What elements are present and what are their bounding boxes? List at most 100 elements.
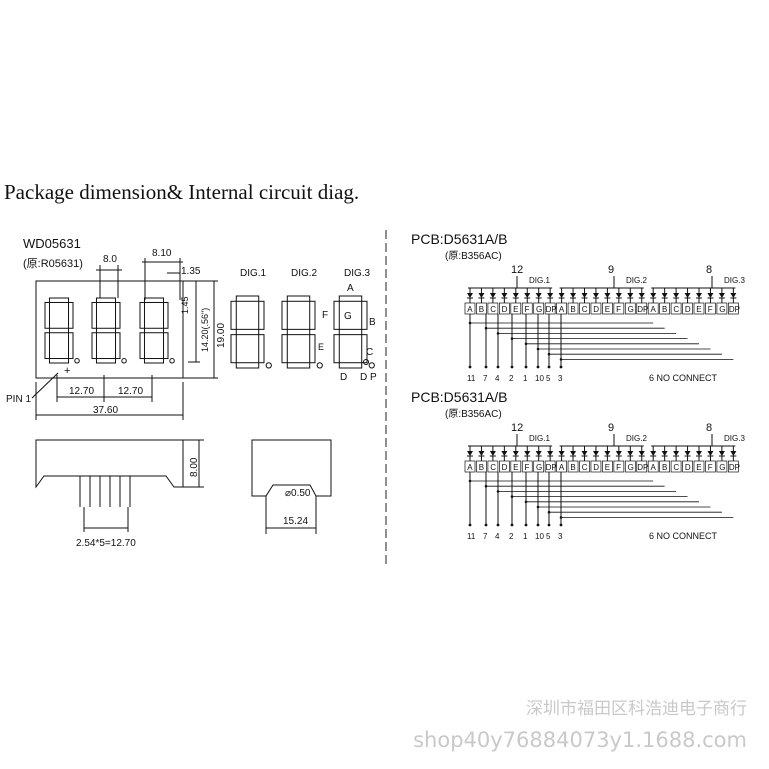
alt-model-label: (原:R05631) xyxy=(23,258,83,270)
segment-label: B xyxy=(479,305,484,314)
dim-1-35: 1.35 xyxy=(181,266,201,277)
pin-number: 2 xyxy=(509,374,514,383)
pin1-label: PIN 1 xyxy=(6,394,31,405)
segment-label: E xyxy=(513,463,518,472)
led-diode-icon xyxy=(615,293,622,298)
dim-37-60: 37.60 xyxy=(93,405,118,416)
pcb-dig-label-2: DIG.2 xyxy=(626,276,647,285)
segment-label: G xyxy=(536,463,542,472)
segment-label: C xyxy=(673,463,679,472)
seg-d-label: D xyxy=(340,372,347,383)
watermark-shop-url: shop40y76884073y1.1688.com xyxy=(413,728,747,752)
dim-pitch: 2.54*5=12.70 xyxy=(76,538,136,549)
segment-label: D xyxy=(502,305,508,314)
led-diode-icon xyxy=(696,451,702,456)
segment-label: A xyxy=(467,463,473,472)
led-diode-icon xyxy=(592,451,599,456)
watermark-shop-name: 深圳市福田区科浩迪电子商行 xyxy=(526,699,747,719)
model-label: WD05631 xyxy=(23,236,81,251)
front-digit-2 xyxy=(91,297,127,364)
decimal-point xyxy=(121,358,127,364)
segment-label: C xyxy=(673,305,679,314)
segment-label: F xyxy=(616,463,621,472)
pcb-alt-label: (原:B356AC) xyxy=(445,408,502,420)
led-diode-icon xyxy=(547,293,554,298)
segment-label: D xyxy=(685,305,691,314)
led-diode-icon xyxy=(730,451,737,456)
pin-number: 11 xyxy=(467,532,476,541)
led-diode-icon xyxy=(730,293,737,298)
dig2-label: DIG.2 xyxy=(291,268,318,279)
side-view: 2.54*5=12.70 8.00 xyxy=(35,439,204,549)
segment-label: DP xyxy=(546,463,557,472)
led-diode-icon xyxy=(512,451,519,456)
led-diode-icon xyxy=(467,451,473,456)
decimal-point xyxy=(368,362,375,369)
dim-1-45: 1.45 xyxy=(180,296,190,314)
dim-8-0: 8.0 xyxy=(103,254,117,265)
segment-label: D xyxy=(593,463,599,472)
led-diode-icon xyxy=(638,451,645,456)
pin-number: 4 xyxy=(495,532,500,541)
seg-e-label: E xyxy=(318,342,324,352)
decimal-point xyxy=(169,358,175,364)
seg-dp-label: D P xyxy=(360,372,377,383)
segment-label: E xyxy=(605,463,610,472)
seg-f-label: F xyxy=(322,310,328,321)
common-pin-9: 9 xyxy=(608,422,614,434)
led-diode-icon xyxy=(558,451,565,456)
segment-label: G xyxy=(628,463,634,472)
led-diode-icon xyxy=(478,293,485,298)
segment-label: B xyxy=(570,305,575,314)
led-diode-icon xyxy=(604,451,611,456)
front-digit-3 xyxy=(139,297,175,364)
plus-marker: + xyxy=(64,365,70,377)
pcb-alt-label: (原:B356AC) xyxy=(445,250,502,262)
led-diode-icon xyxy=(718,293,725,298)
led-diode-icon xyxy=(547,451,554,456)
front-view: WD05631 (原:R05631) 8.0 8.10 1.35 1.45 14… xyxy=(6,236,227,420)
segment-label: B xyxy=(570,463,575,472)
no-connect-note: 6 NO CONNECT xyxy=(649,373,718,383)
segment-label: C xyxy=(582,463,588,472)
led-diode-icon xyxy=(581,293,588,298)
segment-label: A xyxy=(651,463,657,472)
segment-label: E xyxy=(605,305,610,314)
led-diode-icon xyxy=(501,293,508,298)
pin-number: 5 xyxy=(546,532,551,541)
seg-c-label: C xyxy=(366,347,373,358)
pin-number: 2 xyxy=(509,532,514,541)
dim-12-70-b: 12.70 xyxy=(118,386,143,397)
pin-number: 5 xyxy=(546,374,551,383)
package-outline xyxy=(35,280,184,379)
big-digits xyxy=(230,295,375,369)
led-diode-icon xyxy=(478,451,485,456)
segment-label: F xyxy=(708,305,713,314)
led-diode-icon xyxy=(718,451,725,456)
dig3-label: DIG.3 xyxy=(344,268,371,279)
pin-number: 10 xyxy=(535,374,544,383)
led-diode-icon xyxy=(489,293,496,298)
segment-label: C xyxy=(490,305,496,314)
pcb-dig-label-3: DIG.3 xyxy=(724,276,745,285)
dim-8-00: 8.00 xyxy=(189,457,200,477)
decimal-point xyxy=(74,358,80,364)
segment-label: D xyxy=(685,463,691,472)
dim-19-00: 19.00 xyxy=(216,323,227,348)
big-digit-3 xyxy=(333,295,375,369)
led-diode-icon xyxy=(650,451,657,456)
led-diode-icon xyxy=(467,293,473,298)
led-diode-icon xyxy=(524,293,531,298)
led-diode-icon xyxy=(684,293,691,298)
dim-14-20: 14.20(.56") xyxy=(200,308,210,352)
segment-label: A xyxy=(559,305,565,314)
led-diode-icon xyxy=(627,293,634,298)
segment-label: G xyxy=(536,305,542,314)
led-diode-icon xyxy=(661,293,668,298)
common-pin-12: 12 xyxy=(511,422,523,434)
dim-0-50: ⌀0.50 xyxy=(285,488,311,499)
dim-15-24: 15.24 xyxy=(283,516,308,527)
no-connect-note: 6 NO CONNECT xyxy=(649,531,718,541)
common-pin-12: 12 xyxy=(511,264,523,276)
pcb-title: PCB:D5631A/B xyxy=(411,389,508,405)
